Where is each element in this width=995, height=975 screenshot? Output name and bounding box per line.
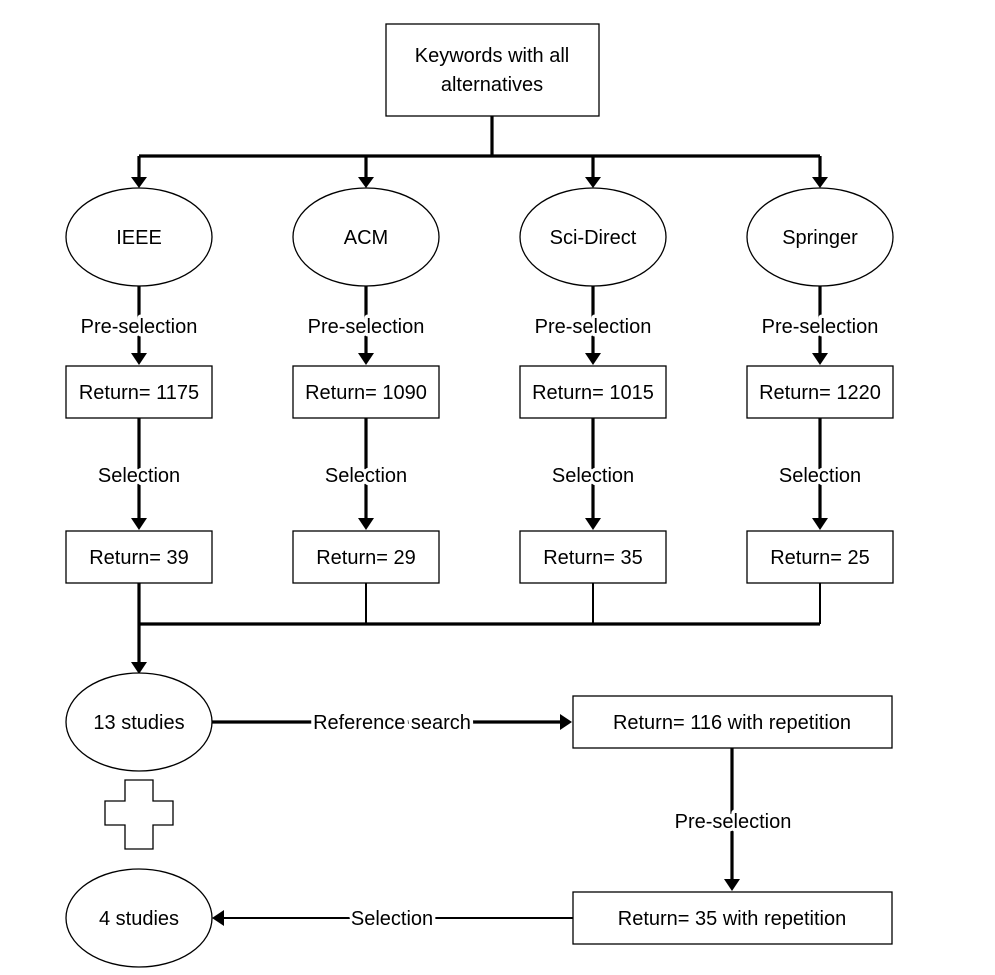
ref-return-box bbox=[572, 695, 893, 749]
ref-preselection-label: Pre-selection bbox=[675, 811, 792, 833]
return-box-2 bbox=[746, 530, 894, 584]
selection-label: Selection bbox=[552, 465, 634, 487]
return-value-2: Return= 29 bbox=[316, 547, 416, 569]
arrowhead bbox=[212, 910, 224, 926]
arrowhead bbox=[812, 177, 828, 188]
return-value-2: Return= 39 bbox=[89, 547, 189, 569]
ref-return-value: Return= 116 with repetition bbox=[613, 712, 851, 734]
ref-selection-label: Selection bbox=[351, 908, 433, 930]
return-box-1 bbox=[519, 365, 667, 419]
selection-label: Selection bbox=[325, 465, 407, 487]
reference-search-label: Reference search bbox=[313, 712, 471, 734]
return-value-1: Return= 1175 bbox=[79, 382, 199, 404]
return-value-1: Return= 1220 bbox=[759, 382, 881, 404]
column-ieee: IEEE Pre-selection Return= 1175 Selectio… bbox=[65, 156, 213, 624]
arrowhead bbox=[585, 518, 601, 530]
arrowhead bbox=[585, 177, 601, 188]
studies-4-node bbox=[65, 868, 213, 968]
arrowhead bbox=[724, 879, 740, 891]
arrowhead bbox=[358, 353, 374, 365]
arrowhead bbox=[585, 353, 601, 365]
return-value-2: Return= 35 bbox=[543, 547, 643, 569]
preselection-label: Pre-selection bbox=[762, 316, 879, 338]
return-value-2: Return= 25 bbox=[770, 547, 870, 569]
keywords-box bbox=[385, 23, 600, 117]
return-value-1: Return= 1015 bbox=[532, 382, 654, 404]
return-box-2 bbox=[292, 530, 440, 584]
database-name: Sci-Direct bbox=[550, 227, 637, 249]
arrowhead bbox=[812, 353, 828, 365]
preselection-label: Pre-selection bbox=[535, 316, 652, 338]
return-value-1: Return= 1090 bbox=[305, 382, 427, 404]
plus-icon bbox=[104, 779, 174, 850]
column-sci-direct: Sci-Direct Pre-selection Return= 1015 Se… bbox=[519, 156, 667, 624]
database-name: Springer bbox=[782, 227, 858, 249]
return-box-1 bbox=[292, 365, 440, 419]
selection-label: Selection bbox=[779, 465, 861, 487]
arrowhead bbox=[131, 177, 147, 188]
column-springer: Springer Pre-selection Return= 1220 Sele… bbox=[746, 156, 894, 624]
preselection-label: Pre-selection bbox=[308, 316, 425, 338]
return-box-2 bbox=[519, 530, 667, 584]
ref-return-box-2 bbox=[572, 891, 893, 945]
keywords-line-1: Keywords with all bbox=[415, 45, 570, 67]
keywords-line-2: alternatives bbox=[441, 74, 543, 96]
studies-4-label: 4 studies bbox=[99, 908, 179, 930]
column-acm: ACM Pre-selection Return= 1090 Selection… bbox=[292, 156, 440, 624]
selection-label: Selection bbox=[98, 465, 180, 487]
arrowhead bbox=[812, 518, 828, 530]
return-box-1 bbox=[746, 365, 894, 419]
database-name: ACM bbox=[344, 227, 388, 249]
ref-return-value-2: Return= 35 with repetition bbox=[618, 908, 846, 930]
database-name: IEEE bbox=[116, 227, 162, 249]
preselection-label: Pre-selection bbox=[81, 316, 198, 338]
studies-13-label: 13 studies bbox=[93, 712, 184, 734]
arrowhead bbox=[560, 714, 572, 730]
arrowhead bbox=[358, 518, 374, 530]
arrowhead bbox=[131, 353, 147, 365]
arrowhead bbox=[131, 662, 147, 674]
arrowhead bbox=[131, 518, 147, 530]
arrowhead bbox=[358, 177, 374, 188]
